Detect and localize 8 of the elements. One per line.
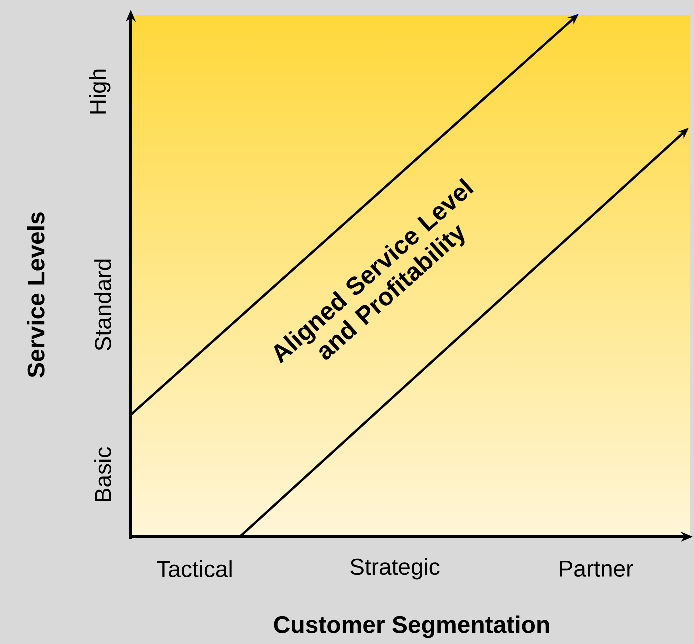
axis-title: Customer Segmentation (274, 616, 550, 638)
axis-title: Service Levels (27, 212, 45, 378)
axis-tick-label: Partner (560, 560, 634, 577)
axis-tick-label: Basic (94, 447, 112, 502)
axis-tick-label: High (89, 70, 111, 114)
axis-tick-label: Tactical (157, 560, 232, 578)
axis-tick-label: Standard (94, 260, 112, 351)
axis-tick-label: Strategic (350, 558, 440, 580)
